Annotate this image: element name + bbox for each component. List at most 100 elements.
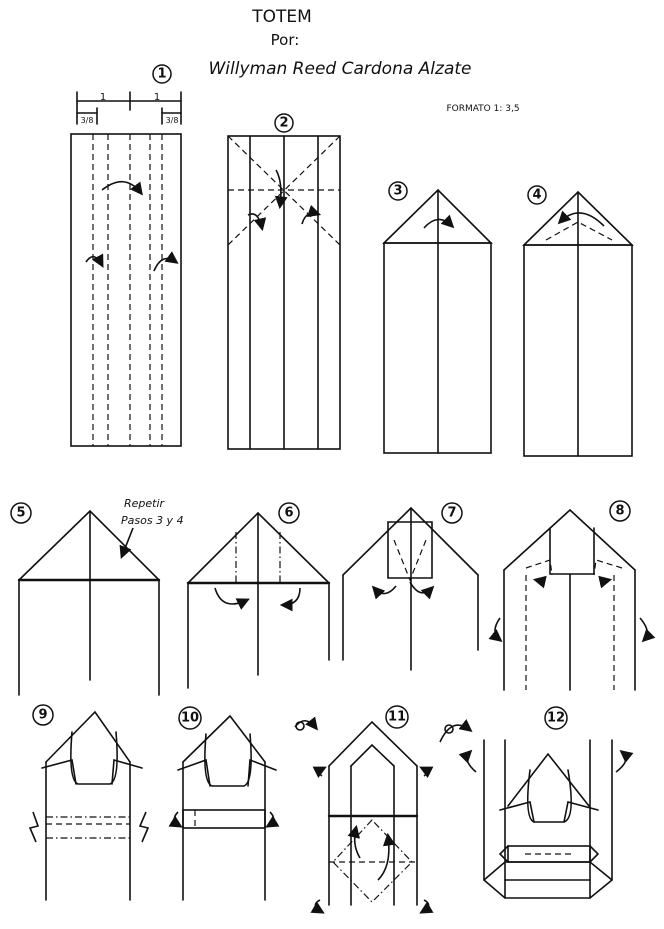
fold-arrow-icon <box>409 581 435 600</box>
author-name: Willyman Reed Cardona Alzate <box>208 59 471 79</box>
paper-flap <box>563 801 599 823</box>
fold-arrow-icon <box>301 204 322 225</box>
paper-flap <box>177 758 211 787</box>
fold-arrow-icon <box>310 899 325 914</box>
fold-line <box>593 559 623 576</box>
paper-flap <box>549 527 595 575</box>
step-number: 12 <box>547 711 565 726</box>
fold-arrow-icon <box>168 811 183 828</box>
by-label: Por: <box>271 31 300 49</box>
step-number-circle <box>385 705 409 729</box>
step-number: 3 <box>393 184 402 199</box>
paper-band <box>182 809 266 829</box>
paper-point <box>328 720 418 767</box>
step-number-circle <box>544 706 568 730</box>
paper-band-ends <box>498 845 600 863</box>
fold-arrow-icon <box>615 749 634 773</box>
fold-line <box>227 135 341 246</box>
step-number: 7 <box>447 506 456 521</box>
step-number: 4 <box>532 188 541 203</box>
step-number: 6 <box>284 506 293 521</box>
step-number-circle <box>441 502 463 524</box>
step-5: 5 Repetir Pasos 3 y 4 <box>10 497 184 696</box>
turn-arrow-icon <box>639 617 656 643</box>
paper-point <box>507 752 590 807</box>
step-number: 11 <box>388 710 406 725</box>
paper-flap <box>111 758 143 785</box>
step-4: 4 <box>522 185 634 457</box>
paper-flap <box>247 758 277 787</box>
step-6: 6 <box>186 502 331 689</box>
paper-point <box>182 714 266 763</box>
fold-arrow-icon <box>85 253 104 268</box>
fold-line <box>332 819 413 903</box>
fold-arrow-icon <box>419 766 434 779</box>
turn-over-circle-icon <box>295 721 305 731</box>
paper-strip <box>70 133 182 447</box>
dimension-center-right: 1 <box>154 92 160 103</box>
paper-base <box>483 879 613 899</box>
turn-arrow-icon <box>488 617 503 643</box>
step-12: 12 <box>439 706 634 899</box>
fold-arrow-icon <box>153 251 179 272</box>
step-number-circle <box>32 704 54 726</box>
step-number-circle <box>388 181 408 201</box>
fold-arrow-icon <box>214 587 250 610</box>
fold-line <box>227 135 341 246</box>
fold-arrow-icon <box>274 169 288 210</box>
note-repeat: Repetir <box>124 497 166 510</box>
step-1: 1 1 1 3/8 3/8 <box>70 64 182 447</box>
paper-base <box>483 861 613 881</box>
paper-point-inner <box>350 743 395 767</box>
step-number: 1 <box>157 67 166 82</box>
fold-arrow-icon <box>371 585 397 600</box>
paper-flap <box>204 733 252 787</box>
zigzag-arrow-icon <box>138 811 150 843</box>
step-9: 9 <box>28 704 150 901</box>
paper-point <box>503 508 636 571</box>
step-number: 9 <box>38 708 47 723</box>
diagram-title: TOTEM <box>251 7 312 27</box>
step-number: 2 <box>279 116 288 131</box>
step-8: 8 <box>488 500 656 691</box>
dimension-lines <box>76 91 182 125</box>
step-number-circle <box>10 502 32 524</box>
fold-arrow-icon <box>423 214 455 229</box>
step-number-circle <box>152 64 172 84</box>
step-number-circle <box>278 502 300 524</box>
fold-arrow-icon <box>347 824 361 859</box>
paper-flap <box>41 759 77 785</box>
fold-arrow-icon <box>247 213 267 232</box>
step-number-circle <box>609 500 631 522</box>
paper-flap <box>526 769 572 823</box>
step-number: 8 <box>615 504 624 519</box>
fold-arrow-icon <box>532 575 547 589</box>
turn-over-icon <box>439 719 473 743</box>
fold-line <box>393 539 427 582</box>
turn-over-circle-icon <box>444 724 454 734</box>
pointer-arrow-icon <box>119 527 134 559</box>
fold-arrow-icon <box>377 832 396 881</box>
fold-arrow-icon <box>458 749 477 773</box>
format-label: FORMATO 1: 3,5 <box>446 104 519 114</box>
fold-arrow-icon <box>312 766 327 779</box>
fold-arrow-icon <box>598 575 613 589</box>
step-11: 11 <box>310 705 434 914</box>
dimension-right-margin: 3/8 <box>166 116 179 125</box>
dimension-left-margin: 3/8 <box>81 116 94 125</box>
fold-line <box>525 559 553 576</box>
zigzag-arrow-icon <box>28 811 40 843</box>
fold-arrow-icon <box>557 210 605 227</box>
step-number: 10 <box>181 711 199 726</box>
step-number-circle <box>178 706 202 730</box>
step-2: 2 <box>227 113 341 450</box>
step-number: 5 <box>16 506 25 521</box>
paper-point <box>45 710 131 763</box>
step-10: 10 <box>168 706 318 901</box>
paper-flap <box>70 731 118 785</box>
fold-arrow-icon <box>101 180 143 196</box>
fold-arrow-icon <box>279 587 301 612</box>
step-number-circle <box>274 113 294 133</box>
fold-arrow-icon <box>419 899 434 914</box>
